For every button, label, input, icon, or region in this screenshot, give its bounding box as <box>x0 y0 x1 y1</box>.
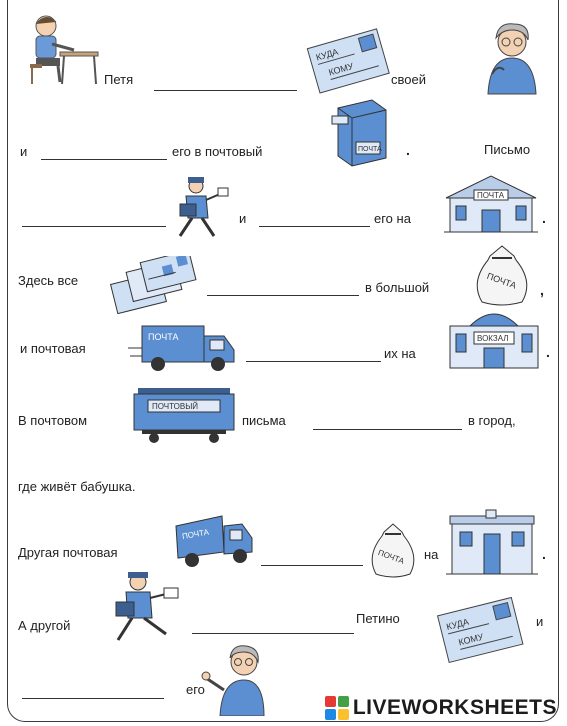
answer-blank-8[interactable] <box>261 565 363 566</box>
mailbag-picture-2: ПОЧТА <box>366 520 420 580</box>
post-office-sign: ПОЧТА <box>477 191 505 200</box>
letters-pile-picture <box>108 249 200 315</box>
postman-walking-picture <box>172 174 234 244</box>
mailbox-picture: ПОЧТА <box>328 96 392 168</box>
answer-blank-10[interactable] <box>22 698 164 699</box>
comma-line4: , <box>540 282 544 298</box>
text-gde-zhivyot: где живёт бабушка. <box>18 479 136 494</box>
text-svoey: своей <box>391 72 426 87</box>
worksheet-frame <box>7 0 559 722</box>
text-i-line9: и <box>536 614 544 629</box>
text-pisma: письма <box>242 413 286 428</box>
answer-blank-1[interactable] <box>154 90 297 91</box>
text-v-pochtovom: В почтовом <box>18 413 88 428</box>
van-label-1: ПОЧТА <box>148 332 178 342</box>
mailbox-label: ПОЧТА <box>358 146 382 153</box>
station-sign: ВОКЗАЛ <box>477 334 508 343</box>
text-drugaya-pochtovaya: Другая почтовая <box>18 545 118 560</box>
post-office-picture: ПОЧТА <box>442 172 540 236</box>
liveworksheets-logo-icon <box>324 696 349 720</box>
text-i-line2: и <box>20 144 28 159</box>
answer-blank-6[interactable] <box>246 361 381 362</box>
mail-van-picture-2: ПОЧТА <box>172 512 256 572</box>
dot-line5: . <box>546 344 550 360</box>
text-a-drugoy: А другой <box>18 618 71 633</box>
answer-blank-5[interactable] <box>207 295 359 296</box>
text-ego-na: его на <box>374 211 411 226</box>
mail-van-picture-1: ПОЧТА <box>128 318 238 376</box>
house-picture <box>446 508 538 578</box>
dot-line2: . <box>406 142 410 158</box>
answer-blank-2[interactable] <box>41 159 167 160</box>
text-i-line3: и <box>239 211 247 226</box>
text-petya: Петя <box>104 72 134 87</box>
railway-station-picture: ВОКЗАЛ <box>446 304 542 372</box>
envelope-picture-2: КУДА КОМУ <box>436 592 524 666</box>
mail-railcar-picture: ПОЧТОВЫЙ <box>132 384 236 444</box>
text-i-pochtovaya: и почтовая <box>20 341 86 356</box>
envelope-picture: КУДА КОМУ <box>306 24 390 96</box>
answer-blank-4[interactable] <box>259 226 370 227</box>
mailbag-picture-1: ПОЧТА <box>468 242 536 308</box>
text-zdes-vse: Здесь все <box>18 273 79 288</box>
text-ego-v-pochtovy: его в почтовый <box>172 144 263 159</box>
dot-line8: . <box>542 546 546 562</box>
logo-text: LIVEWORKSHEETS <box>352 696 557 719</box>
text-v-gorod: в город, <box>468 413 516 428</box>
liveworksheets-logo: LIVEWORKSHEETS <box>324 696 557 720</box>
answer-blank-7[interactable] <box>313 429 462 430</box>
postman-running-picture <box>108 570 184 650</box>
dot-line3: . <box>542 210 546 226</box>
grandmother-reaching-picture <box>200 636 268 717</box>
text-ikh-na: их на <box>384 346 416 361</box>
grandmother-picture <box>478 14 544 96</box>
boy-writing-picture <box>22 8 100 86</box>
text-pismo: Письмо <box>484 142 531 157</box>
answer-blank-3[interactable] <box>22 226 166 227</box>
railcar-label: ПОЧТОВЫЙ <box>152 402 198 411</box>
answer-blank-9[interactable] <box>192 633 354 634</box>
text-ego-line10: его <box>186 682 205 697</box>
text-petino: Петино <box>356 611 400 626</box>
text-v-bolshoy: в большой <box>365 280 430 295</box>
text-na-line8: на <box>424 547 439 562</box>
